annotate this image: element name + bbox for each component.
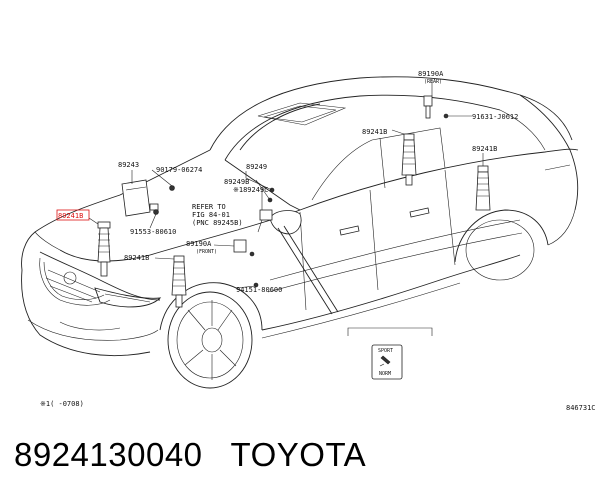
front-shock-absorber [97, 221, 111, 277]
label-front-tag: (FRONT) [196, 249, 217, 255]
label-91553: 91553-80610 [130, 228, 176, 236]
label-91631: 91631-J0612 [472, 113, 518, 121]
label-89249: 89249 [246, 163, 267, 171]
bolt-icon [169, 185, 175, 191]
parts-diagram: 89190A (REAR) 91631-J0612 89241B 89241B … [21, 70, 596, 412]
label-90179: 90179-06274 [156, 166, 202, 174]
label-89249c: ※189249C [233, 186, 268, 194]
figure-code: 846731C [566, 404, 596, 412]
callouts: 89190A (REAR) 91631-J0612 89241B 89241B … [56, 70, 518, 294]
refer-line-1: REFER TO [192, 203, 226, 211]
brand-name: TOYOTA [230, 436, 367, 473]
car-body [21, 76, 579, 389]
front-right-shock [171, 255, 187, 308]
wiring-harness [277, 227, 333, 315]
rear-wheel [454, 209, 549, 281]
label-rear-tag: (REAR) [424, 79, 442, 85]
rear-right-shock [475, 165, 491, 211]
part-caption: 8924130040 TOYOTA [14, 436, 366, 474]
label-89249b: 89249B [224, 178, 249, 186]
control-module [121, 179, 159, 217]
label-94151: 94151-80600 [236, 286, 282, 294]
leader-lines [88, 80, 484, 289]
refer-line-3: (PNC 89245B) [192, 219, 243, 227]
highlighted-part-callout: 89241B [56, 209, 90, 221]
label-89241b-roof: 89241B [362, 128, 387, 136]
bolt-icon [153, 209, 159, 215]
footnote: ※1( -0708) [40, 400, 84, 408]
switch-label-bottom: NORM [379, 371, 391, 377]
label-89190a-front: 89190A [186, 240, 212, 248]
rear-left-shock [401, 133, 417, 186]
refer-line-2: FIG 84-01 [192, 211, 230, 219]
label-89241b-highlight: 89241B [58, 212, 83, 220]
switch-knob-icon [380, 355, 391, 365]
front-acceleration-sensor [233, 239, 255, 257]
switch-inset: SPORT NORM [347, 327, 433, 380]
label-89241b-front: 89241B [124, 254, 149, 262]
switch-label-top: SPORT [378, 348, 393, 354]
label-89243: 89243 [118, 161, 139, 169]
label-89241b-right: 89241B [472, 145, 497, 153]
parts [97, 95, 491, 315]
label-89190a-rear: 89190A [418, 70, 444, 78]
front-wheel [159, 282, 263, 389]
part-number: 8924130040 [14, 436, 203, 473]
